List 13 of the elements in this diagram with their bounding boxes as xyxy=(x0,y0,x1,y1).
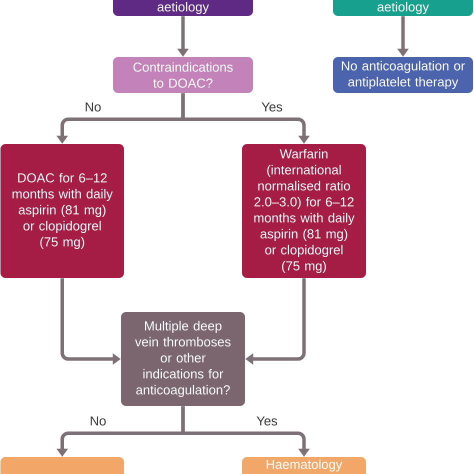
decision-box: Multiple deep vein thromboses or other indications for anticoagulation? xyxy=(121,312,245,406)
treatment-box: Warfarin (international normalised ratio 2.0–3.0) for 6–12 months with daily aspirin (81 mg) or clopidogrel (75 mg) xyxy=(242,144,366,278)
process-box: aetiology xyxy=(113,0,253,16)
treatment-box: DOAC for 6–12 months with daily aspirin (81 mg) or clopidogrel (75 mg) xyxy=(0,144,124,278)
edge-label: No xyxy=(86,102,101,112)
empty-box xyxy=(0,457,124,474)
edge-label: Yes xyxy=(262,102,282,112)
outcome-box: No anticoagulation or antiplatelet therapy xyxy=(333,57,473,93)
edge-label: Yes xyxy=(256,416,278,426)
process-box: aetiology xyxy=(333,0,473,16)
edge-label: No xyxy=(90,416,106,426)
outcome-box: Haematology xyxy=(242,457,366,474)
decision-box: Contraindications to DOAC? xyxy=(113,57,253,93)
